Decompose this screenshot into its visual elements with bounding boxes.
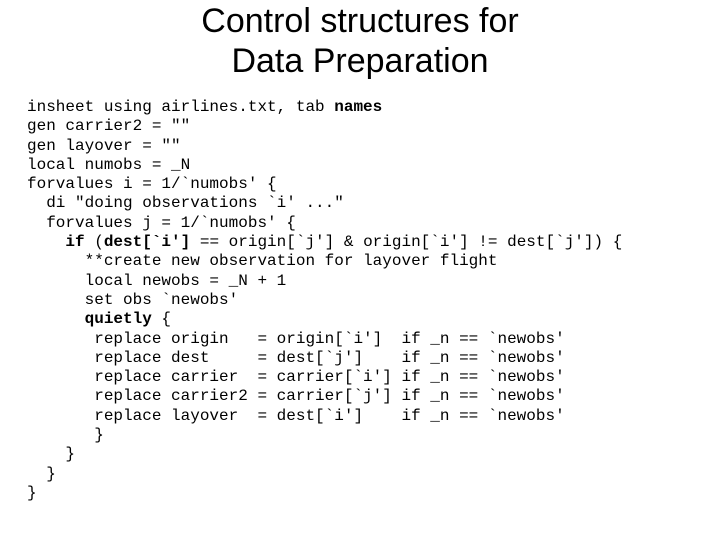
code-segment: }	[27, 426, 104, 445]
code-segment: == origin[`j'] & origin[`i'] != dest[`j'…	[190, 233, 623, 252]
code-line: replace carrier = carrier[`i'] if _n == …	[27, 368, 622, 387]
code-segment: replace origin = origin[`i'] if _n == `n…	[27, 329, 565, 348]
code-segment: gen layover = ""	[27, 136, 181, 155]
code-line: }	[27, 465, 622, 484]
code-segment: local numobs = _N	[27, 155, 191, 174]
code-segment: **create new observation for layover fli…	[27, 252, 498, 271]
code-segment	[27, 233, 65, 251]
code-line: local newobs = _N + 1	[27, 272, 622, 291]
code-line: forvalues j = 1/`numobs' {	[27, 214, 622, 233]
code-segment: }	[27, 464, 56, 483]
code-line: replace origin = origin[`i'] if _n == `n…	[27, 330, 622, 349]
code-line: replace layover = dest[`i'] if _n == `ne…	[27, 407, 622, 426]
code-line: }	[27, 445, 622, 464]
code-segment: replace dest = dest[`j'] if _n == `newob…	[27, 348, 565, 367]
code-segment: local newobs = _N + 1	[27, 271, 287, 290]
code-segment: insheet using airlines.txt, tab	[27, 98, 335, 116]
code-segment: forvalues i = 1/`numobs' {	[27, 175, 277, 194]
code-segment-bold: names	[334, 98, 383, 116]
code-segment: forvalues j = 1/`numobs' {	[27, 213, 296, 232]
code-line: if (dest[`i'] == origin[`j'] & origin[`i…	[27, 233, 622, 252]
code-line: forvalues i = 1/`numobs' {	[27, 175, 622, 194]
code-segment: set obs `newobs'	[27, 290, 239, 309]
code-line: replace dest = dest[`j'] if _n == `newob…	[27, 349, 622, 368]
title-line-2: Data Preparation	[231, 42, 489, 80]
code-line: replace carrier2 = carrier[`j'] if _n ==…	[27, 387, 622, 406]
code-segment: }	[27, 445, 76, 464]
code-segment	[27, 310, 85, 328]
code-line: di "doing observations `i' ..."	[27, 194, 622, 213]
code-line: local numobs = _N	[27, 156, 622, 175]
code-segment: }	[27, 483, 37, 502]
code-line: gen layover = ""	[27, 137, 622, 156]
code-segment-bold: dest[`i']	[103, 233, 191, 252]
code-line: insheet using airlines.txt, tab names	[27, 98, 622, 117]
code-segment: gen carrier2 = ""	[27, 117, 191, 136]
code-line: }	[27, 484, 622, 503]
code-segment: replace layover = dest[`i'] if _n == `ne…	[27, 406, 565, 425]
code-segment: {	[151, 310, 172, 329]
page-title: Control structures for Data Preparation	[0, 1, 720, 81]
code-segment-bold: quietly	[84, 310, 152, 329]
code-line: **create new observation for layover fli…	[27, 252, 622, 271]
code-segment-bold: if	[65, 233, 85, 252]
code-segment: replace carrier = carrier[`i'] if _n == …	[27, 368, 565, 387]
title-line-1: Control structures for	[201, 2, 519, 40]
code-line: gen carrier2 = ""	[27, 117, 622, 136]
code-segment: (	[84, 233, 104, 252]
code-segment: di "doing observations `i' ..."	[27, 194, 344, 213]
code-line: set obs `newobs'	[27, 291, 622, 310]
code-line: quietly {	[27, 310, 622, 329]
code-segment: replace carrier2 = carrier[`j'] if _n ==…	[27, 387, 565, 406]
code-line: }	[27, 426, 622, 445]
